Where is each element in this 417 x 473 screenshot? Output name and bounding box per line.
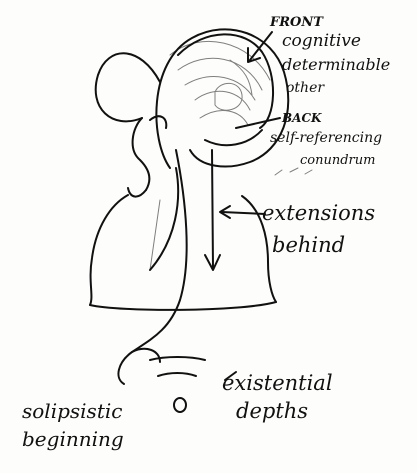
extensions-line-1: extensions bbox=[262, 201, 375, 225]
existential-line-1: existential bbox=[222, 371, 333, 395]
extensions-line-2: behind bbox=[272, 233, 345, 257]
back-line-1: self-referencing bbox=[270, 130, 382, 146]
pen-outline bbox=[90, 29, 288, 412]
front-heading: FRONT bbox=[269, 15, 324, 30]
back-line-2: conundrum bbox=[300, 153, 375, 168]
front-line-3: other bbox=[286, 80, 325, 96]
existential-line-2: depths bbox=[236, 399, 308, 423]
front-line-1: cognitive bbox=[282, 31, 361, 51]
solipsistic-line-2: beginning bbox=[22, 427, 124, 451]
extensions-label: extensions behind bbox=[262, 201, 375, 257]
solipsistic-line-1: solipsistic bbox=[22, 399, 122, 423]
front-line-2: determinable bbox=[282, 55, 390, 74]
back-label: BACK self-referencing conundrum bbox=[270, 111, 382, 168]
existential-label: existential depths bbox=[222, 371, 333, 423]
front-label: FRONT cognitive determinable other bbox=[269, 15, 390, 96]
back-heading: BACK bbox=[281, 111, 322, 125]
solipsistic-label: solipsistic beginning bbox=[22, 399, 124, 451]
